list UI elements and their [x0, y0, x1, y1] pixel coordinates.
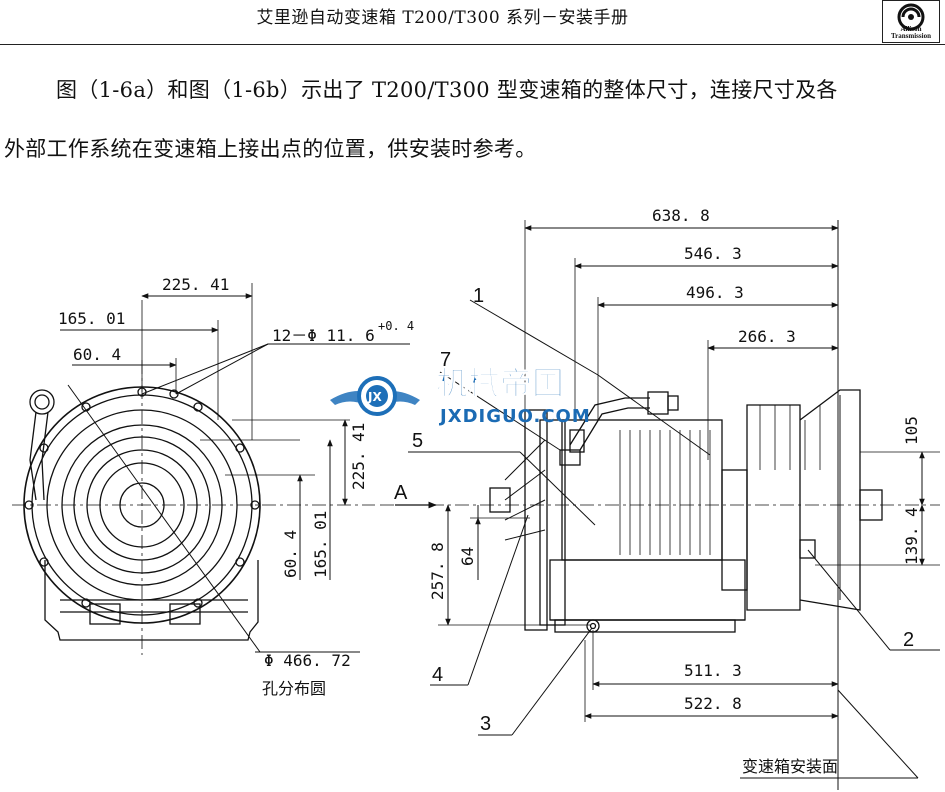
dim-511-3: 511. 3 [684, 661, 742, 680]
dim-165-01-vertical: 165. 01 [311, 511, 330, 578]
dim-60-4-vertical: 60. 4 [281, 530, 300, 578]
dim-257-8: 257. 8 [428, 542, 447, 600]
hole-tolerance: +0. 4 [378, 319, 414, 333]
callout-7: 7 [440, 349, 451, 371]
callout-5: 5 [412, 430, 423, 452]
dim-105: 105 [902, 416, 921, 445]
page-header: 艾里逊自动变速箱 T200/T300 系列－安装手册 Allison Trans… [0, 0, 945, 48]
watermark-en: JXDIGUO.COM [438, 406, 591, 427]
dim-139-4: 139. 4 [902, 507, 921, 565]
header-title: 艾里逊自动变速箱 T200/T300 系列－安装手册 [256, 8, 629, 28]
dim-64: 64 [458, 547, 477, 566]
watermark-cn: 机械帝国 [436, 364, 564, 402]
body-line-2: 外部工作系统在变速箱上接出点的位置，供安装时参考。 [4, 137, 537, 161]
dim-225-41-vertical: 225. 41 [349, 423, 368, 490]
hole-spec: 12－Φ 11. 6 [272, 326, 375, 345]
view-label-a: A [394, 482, 408, 504]
callout-3: 3 [480, 713, 491, 735]
bolt-circle-diameter: Φ 466. 72 [264, 651, 351, 670]
dim-266-3: 266. 3 [738, 327, 796, 346]
header-rule [0, 44, 945, 45]
body-line-1: 图（1-6a）和图（1-6b）示出了 T200/T300 型变速箱的整体尺寸，连… [56, 78, 838, 102]
dim-225-41-horizontal: 225. 41 [162, 275, 229, 294]
callout-2: 2 [903, 629, 914, 651]
dim-522-8: 522. 8 [684, 694, 742, 713]
dim-638-8: 638. 8 [652, 206, 710, 225]
allison-logo-icon [897, 3, 925, 31]
dim-165-01-horizontal: 165. 01 [58, 309, 125, 328]
emblem-text: JX [367, 390, 382, 404]
gear-emblem-icon: JX [330, 376, 420, 416]
bolt-circle-label: 孔分布圆 [262, 679, 326, 698]
callout-1: 1 [473, 285, 484, 307]
side-view [380, 220, 940, 790]
watermark: JX 机械帝国 JXDIGUO.COM [330, 364, 591, 427]
mounting-face-label: 变速箱安装面 [742, 757, 838, 776]
allison-logo: Allison Transmission [882, 0, 940, 43]
logo-text: Allison Transmission [891, 25, 931, 40]
callout-4: 4 [432, 664, 443, 686]
dim-60-4-horizontal: 60. 4 [73, 345, 121, 364]
front-view [12, 283, 410, 655]
dim-496-3: 496. 3 [686, 283, 744, 302]
dim-546-3: 546. 3 [684, 244, 742, 263]
